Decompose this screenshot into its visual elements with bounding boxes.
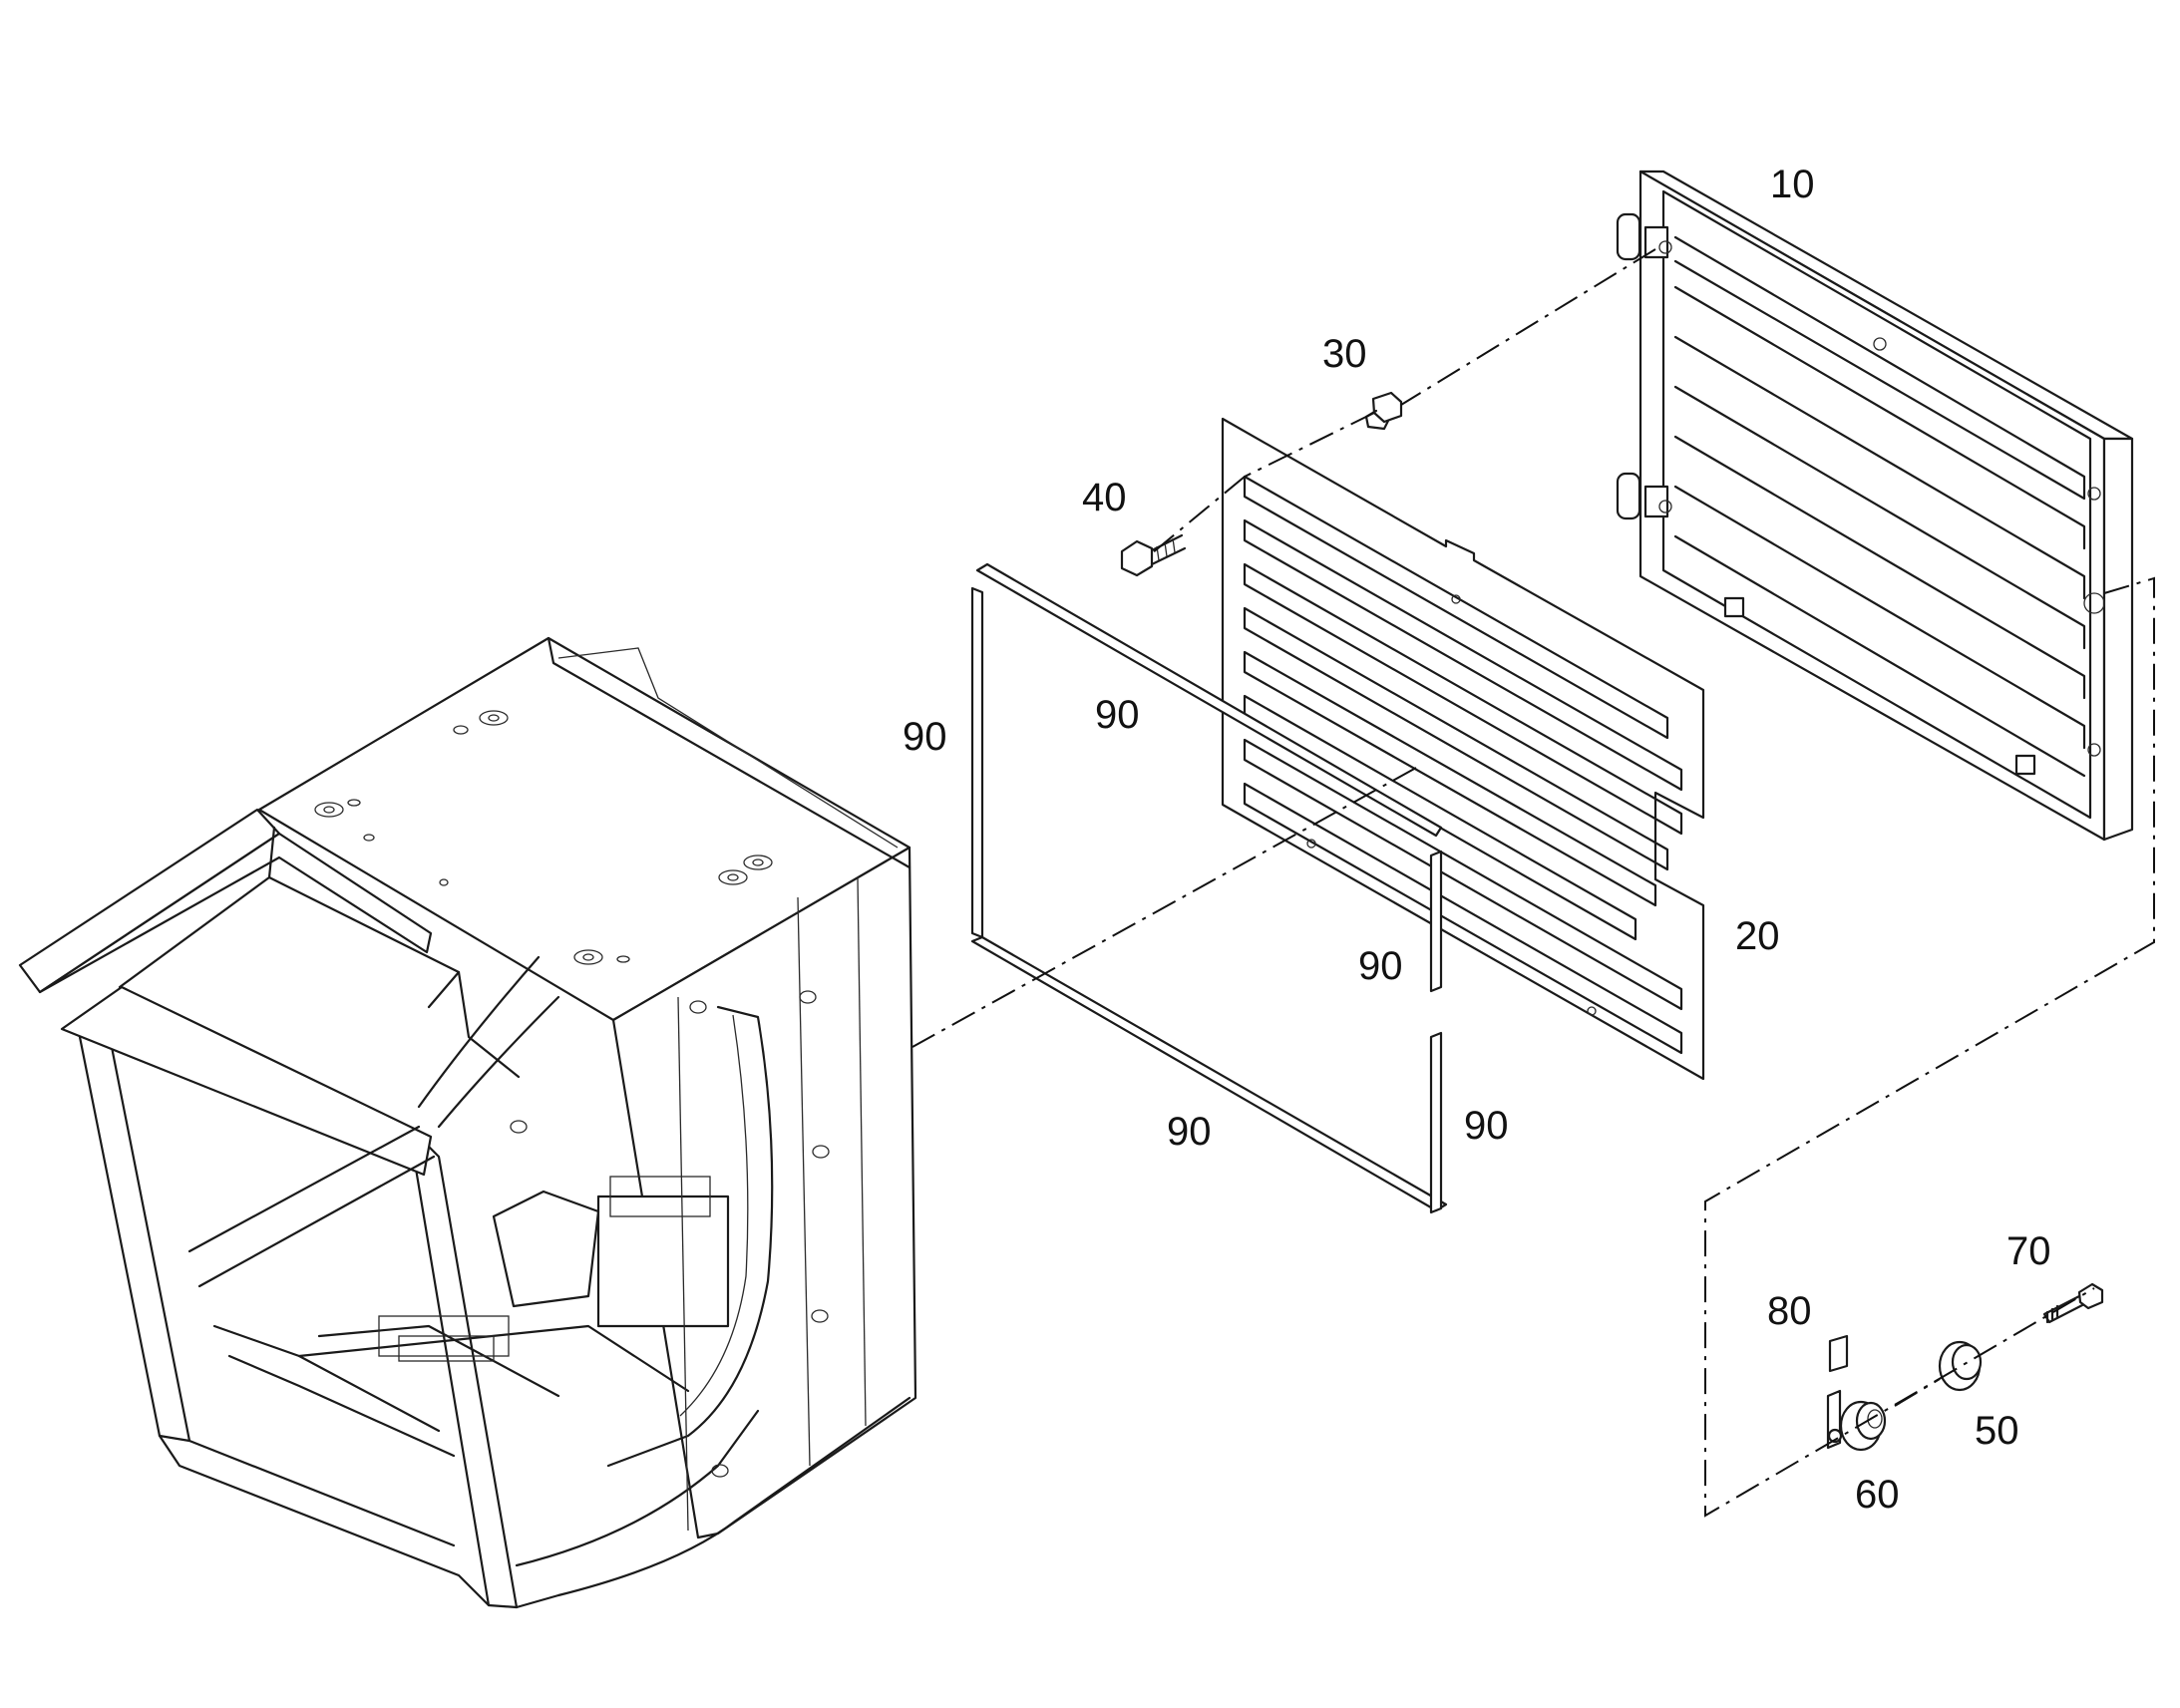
callout-90-right-upper: 90 bbox=[1358, 944, 1403, 988]
part-40-bolt bbox=[1120, 533, 1187, 577]
part-60-lock-body bbox=[1826, 1389, 1887, 1452]
part-70-key bbox=[2042, 1282, 2104, 1324]
callout-50: 50 bbox=[1975, 1409, 2019, 1453]
callout-90-right-lower: 90 bbox=[1464, 1104, 1509, 1148]
callout-90-bottom: 90 bbox=[1167, 1110, 1212, 1154]
callout-70: 70 bbox=[2006, 1229, 2051, 1273]
cab-frame bbox=[18, 636, 917, 1609]
part-80-small-plate bbox=[1828, 1334, 1849, 1373]
part-50-ring bbox=[1938, 1340, 1983, 1392]
callout-80: 80 bbox=[1767, 1289, 1812, 1333]
part-30-nut bbox=[1364, 391, 1403, 431]
callout-10: 10 bbox=[1770, 163, 1815, 206]
part-10-grille-frame bbox=[1616, 170, 2134, 842]
callout-40: 40 bbox=[1082, 476, 1127, 519]
callouts: 10 20 30 40 50 60 70 80 90 90 90 90 90 bbox=[903, 163, 2051, 1517]
part-90-seal-strips bbox=[970, 562, 1448, 1214]
callout-20: 20 bbox=[1735, 914, 1780, 958]
callout-60: 60 bbox=[1855, 1473, 1900, 1517]
callout-30: 30 bbox=[1322, 332, 1367, 376]
callout-90-top: 90 bbox=[1095, 693, 1140, 737]
part-20-louver-panel bbox=[1221, 417, 1705, 1081]
callout-90-left: 90 bbox=[903, 715, 947, 759]
assembly-lines bbox=[911, 248, 2155, 1518]
